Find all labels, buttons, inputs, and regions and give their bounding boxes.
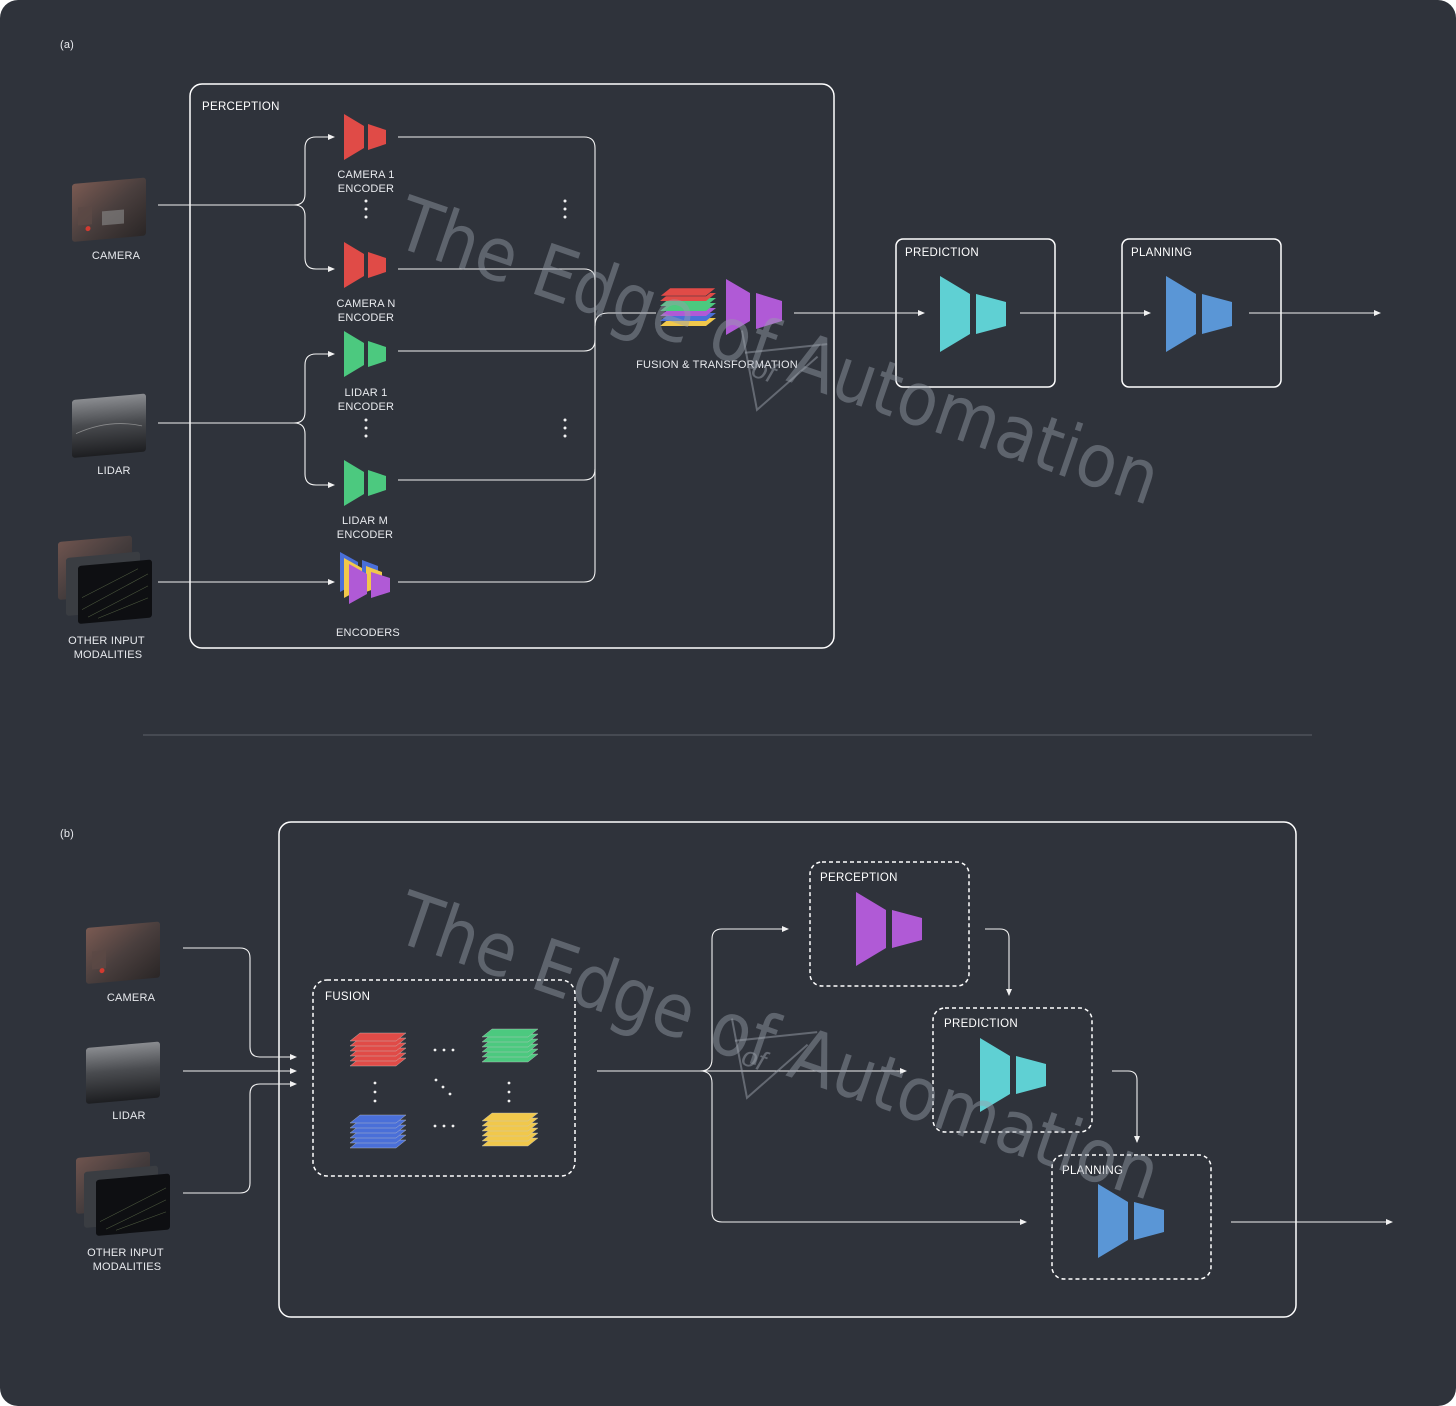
other-encoders-icon <box>340 552 390 604</box>
camera-1-encoder-icon <box>344 114 386 160</box>
input-connectors <box>158 134 335 585</box>
fusion-ellipsis-dots <box>373 1048 511 1128</box>
camera-n-encoder-icon <box>344 242 386 288</box>
end-to-end-frame <box>278 821 1297 1318</box>
encoder-output-connectors <box>398 136 656 583</box>
other-modalities-thumbnails-b <box>76 1151 170 1236</box>
prediction-icon-b <box>980 1038 1046 1112</box>
fusion-stack-blue <box>349 1114 407 1149</box>
prediction-title-b: PREDICTION <box>944 1018 1018 1030</box>
perception-title-b: PERCEPTION <box>820 872 898 884</box>
lidar-label: LIDAR <box>97 465 130 477</box>
fusion-feature-stack <box>659 287 717 326</box>
planning-title: PLANNING <box>1131 247 1192 259</box>
perception-icon-b <box>856 892 922 966</box>
perception-box-b <box>809 861 970 987</box>
camera-label: CAMERA <box>92 250 141 262</box>
lidar-1-encoder-icon <box>344 331 386 377</box>
lidar-m-encoder-icon <box>344 460 386 506</box>
camera-label-b: CAMERA <box>107 992 156 1004</box>
prediction-box-b <box>932 1007 1093 1133</box>
ellipsis-dots <box>364 199 567 438</box>
prediction-title: PREDICTION <box>905 247 979 259</box>
camera-thumbnail <box>72 177 146 242</box>
other-modalities-label-b: OTHER INPUT MODALITIES <box>87 1247 167 1273</box>
prediction-icon <box>940 276 1006 352</box>
perception-frame <box>189 83 835 649</box>
other-modalities-label: OTHER INPUT MODALITIES <box>68 635 148 661</box>
fusion-stack-red <box>349 1032 407 1067</box>
planning-box-b <box>1051 1154 1212 1280</box>
planning-icon-b <box>1098 1184 1164 1258</box>
lidar-label-b: LIDAR <box>112 1110 145 1122</box>
fusion-box <box>312 979 576 1177</box>
part-b-label: (b) <box>60 828 74 840</box>
planning-icon <box>1166 276 1232 352</box>
lidar-thumbnail <box>72 393 146 458</box>
fusion-title: FUSION <box>325 991 370 1003</box>
fusion-transformation-label: FUSION & TRANSFORMATION <box>636 359 798 371</box>
camera-thumbnail-b <box>86 921 160 984</box>
other-modalities-thumbnails <box>58 535 152 624</box>
perception-title: PERCEPTION <box>202 101 280 113</box>
fusion-stack-green <box>481 1028 539 1063</box>
planning-title-b: PLANNING <box>1062 1165 1123 1177</box>
other-encoders-label: ENCODERS <box>336 627 400 639</box>
fusion-stack-yellow <box>481 1112 539 1147</box>
fusion-transformation-icon <box>726 279 782 335</box>
input-connectors-b <box>183 947 297 1194</box>
pipeline-arrows-b <box>597 926 1393 1225</box>
part-a-label: (a) <box>60 39 74 51</box>
lidar-thumbnail-b <box>86 1041 160 1104</box>
